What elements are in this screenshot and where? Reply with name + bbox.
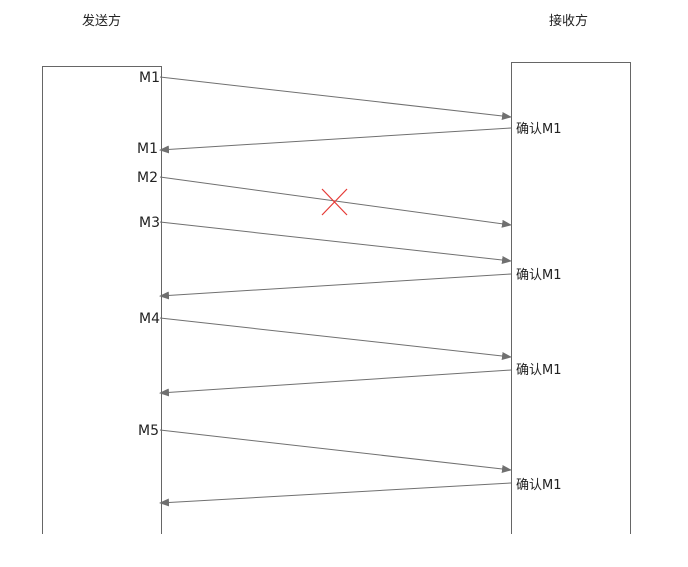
ack-label-3: 确认M1	[516, 363, 562, 378]
ack-label-4: 确认M1	[516, 478, 562, 493]
receiver-title: 接收方	[549, 14, 589, 29]
arrow-ack-m1-4	[159, 482, 512, 507]
lost-x-icon	[321, 188, 348, 216]
msg-label-m3: M3	[139, 215, 160, 231]
msg-label-m1: M1	[139, 70, 160, 86]
arrow-m3-send	[159, 221, 512, 264]
arrow-m4-send	[159, 317, 512, 360]
arrow-m1-send	[159, 76, 512, 120]
msg-label-m1-ack-arrival: M1	[137, 141, 158, 157]
ack-label-1: 确认M1	[516, 122, 562, 137]
arrow-ack-m1-3	[159, 369, 512, 397]
arrow-ack-m1-2	[159, 273, 512, 300]
msg-label-m2: M2	[137, 170, 158, 186]
receiver-lifeline-box	[511, 62, 631, 534]
ack-label-2: 确认M1	[516, 268, 562, 283]
msg-label-m4: M4	[139, 311, 160, 327]
arrow-m5-send	[159, 429, 512, 473]
arrow-ack-m1-1	[159, 127, 512, 154]
sender-lifeline-box	[42, 66, 162, 534]
sender-title: 发送方	[82, 14, 122, 29]
msg-label-m5: M5	[138, 423, 159, 439]
